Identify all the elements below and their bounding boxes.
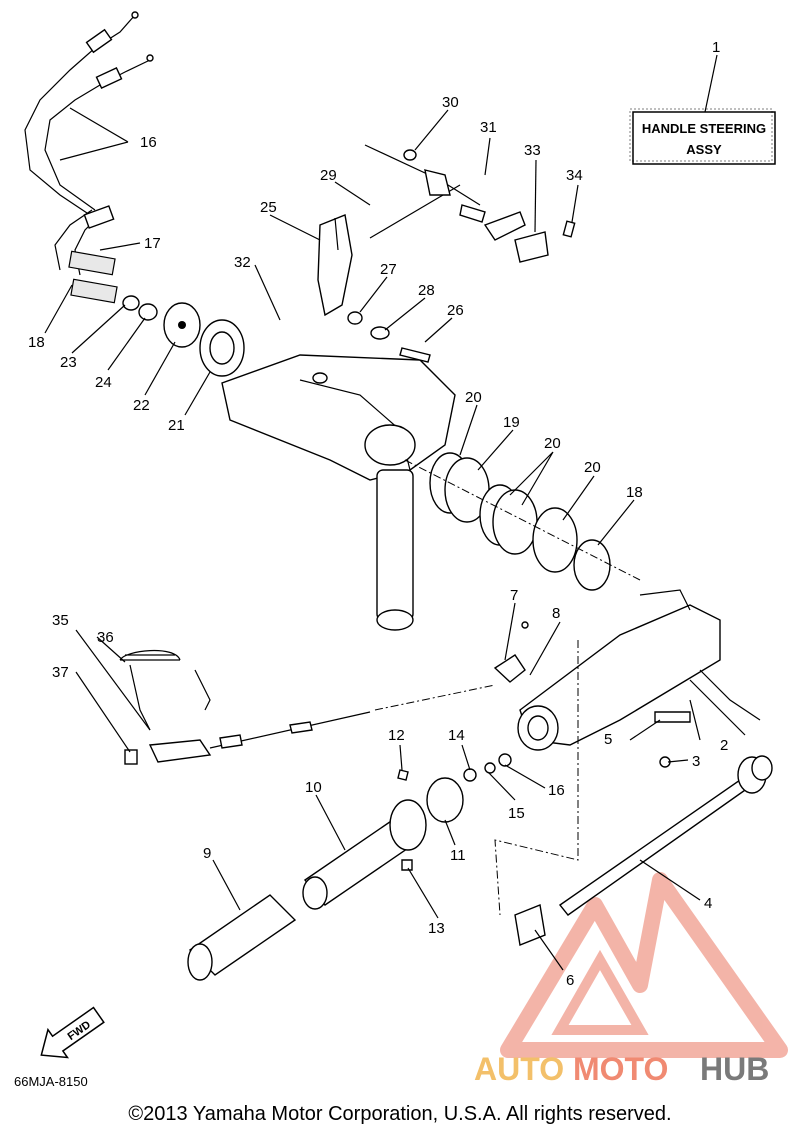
callout-numbers: 1 16 30 31 33 34 29 25 17 32 27 28 26 18… xyxy=(28,39,728,989)
callout-13: 13 xyxy=(428,920,445,937)
callout-37: 35 xyxy=(52,612,69,629)
leader-lines xyxy=(44,54,718,971)
callout-32: 30 xyxy=(442,94,459,111)
watermark-moto: MOTO xyxy=(573,1051,668,1087)
callout-24: 22 xyxy=(133,397,150,414)
callout-1: 1 xyxy=(712,39,720,56)
callout-10: 10 xyxy=(305,779,322,796)
label-box-line2: ASSY xyxy=(686,142,722,157)
callout-19: 18 xyxy=(626,484,643,501)
callout-33: 31 xyxy=(480,119,497,136)
washer-stack xyxy=(404,452,641,591)
watermark-hub: HUB xyxy=(700,1051,769,1087)
callout-35: 33 xyxy=(524,142,541,159)
callout-28: 26 xyxy=(447,302,464,319)
callout-27: 25 xyxy=(260,199,277,216)
label-box-line1: HANDLE STEERING xyxy=(642,121,766,136)
watermark-auto: AUTO xyxy=(474,1051,564,1087)
steering-bracket xyxy=(221,354,456,631)
stop-switch-lanyard xyxy=(119,649,496,765)
callout-38: 36 xyxy=(97,629,114,646)
callout-3: 3 xyxy=(692,753,700,770)
callout-18b: 18 xyxy=(28,334,45,351)
callout-14: 14 xyxy=(448,727,465,744)
callout-36: 34 xyxy=(566,167,583,184)
control-lever xyxy=(317,144,576,363)
callout-16: 16 xyxy=(548,782,565,799)
callout-12: 12 xyxy=(388,727,405,744)
copyright-notice: ©2013 Yamaha Motor Corporation, U.S.A. A… xyxy=(128,1103,671,1125)
callout-5: 5 xyxy=(604,731,612,748)
callout-18a: 17 xyxy=(144,235,161,252)
callout-6: 6 xyxy=(566,972,574,989)
callout-20a: 19 xyxy=(503,414,520,431)
callout-23: 21 xyxy=(168,417,185,434)
callout-21: 20 xyxy=(544,435,561,452)
callout-20b: 20 xyxy=(584,459,601,476)
callout-31: 29 xyxy=(320,167,337,184)
watermark-logo xyxy=(500,872,788,1058)
watermark-text: AUTO MOTO HUB xyxy=(474,1051,769,1087)
callout-26: 24 xyxy=(95,374,112,391)
throttle-grip xyxy=(187,753,546,981)
callout-4: 4 xyxy=(704,895,712,912)
callout-30: 28 xyxy=(418,282,435,299)
callout-34: 32 xyxy=(234,254,251,271)
callout-25: 23 xyxy=(60,354,77,371)
steering-handle xyxy=(493,589,761,768)
drawing-code: 66MJA-8150 xyxy=(14,1074,88,1089)
callout-15: 15 xyxy=(508,805,525,822)
callout-2: 2 xyxy=(720,737,728,754)
throttle-cables xyxy=(24,11,154,304)
callout-8: 8 xyxy=(552,605,560,622)
callout-17: 16 xyxy=(140,134,157,151)
fwd-arrow-icon: FWD xyxy=(40,1006,105,1059)
callout-11: 11 xyxy=(450,847,466,864)
callout-39: 37 xyxy=(52,664,69,681)
label-box: HANDLE STEERING ASSY xyxy=(629,108,776,165)
callout-22: 20 xyxy=(465,389,482,406)
callout-9: 9 xyxy=(203,845,211,862)
throttle-shaft xyxy=(494,640,773,916)
callout-29: 27 xyxy=(380,261,397,278)
friction-plate-set xyxy=(122,295,245,377)
callout-7: 7 xyxy=(510,587,518,604)
